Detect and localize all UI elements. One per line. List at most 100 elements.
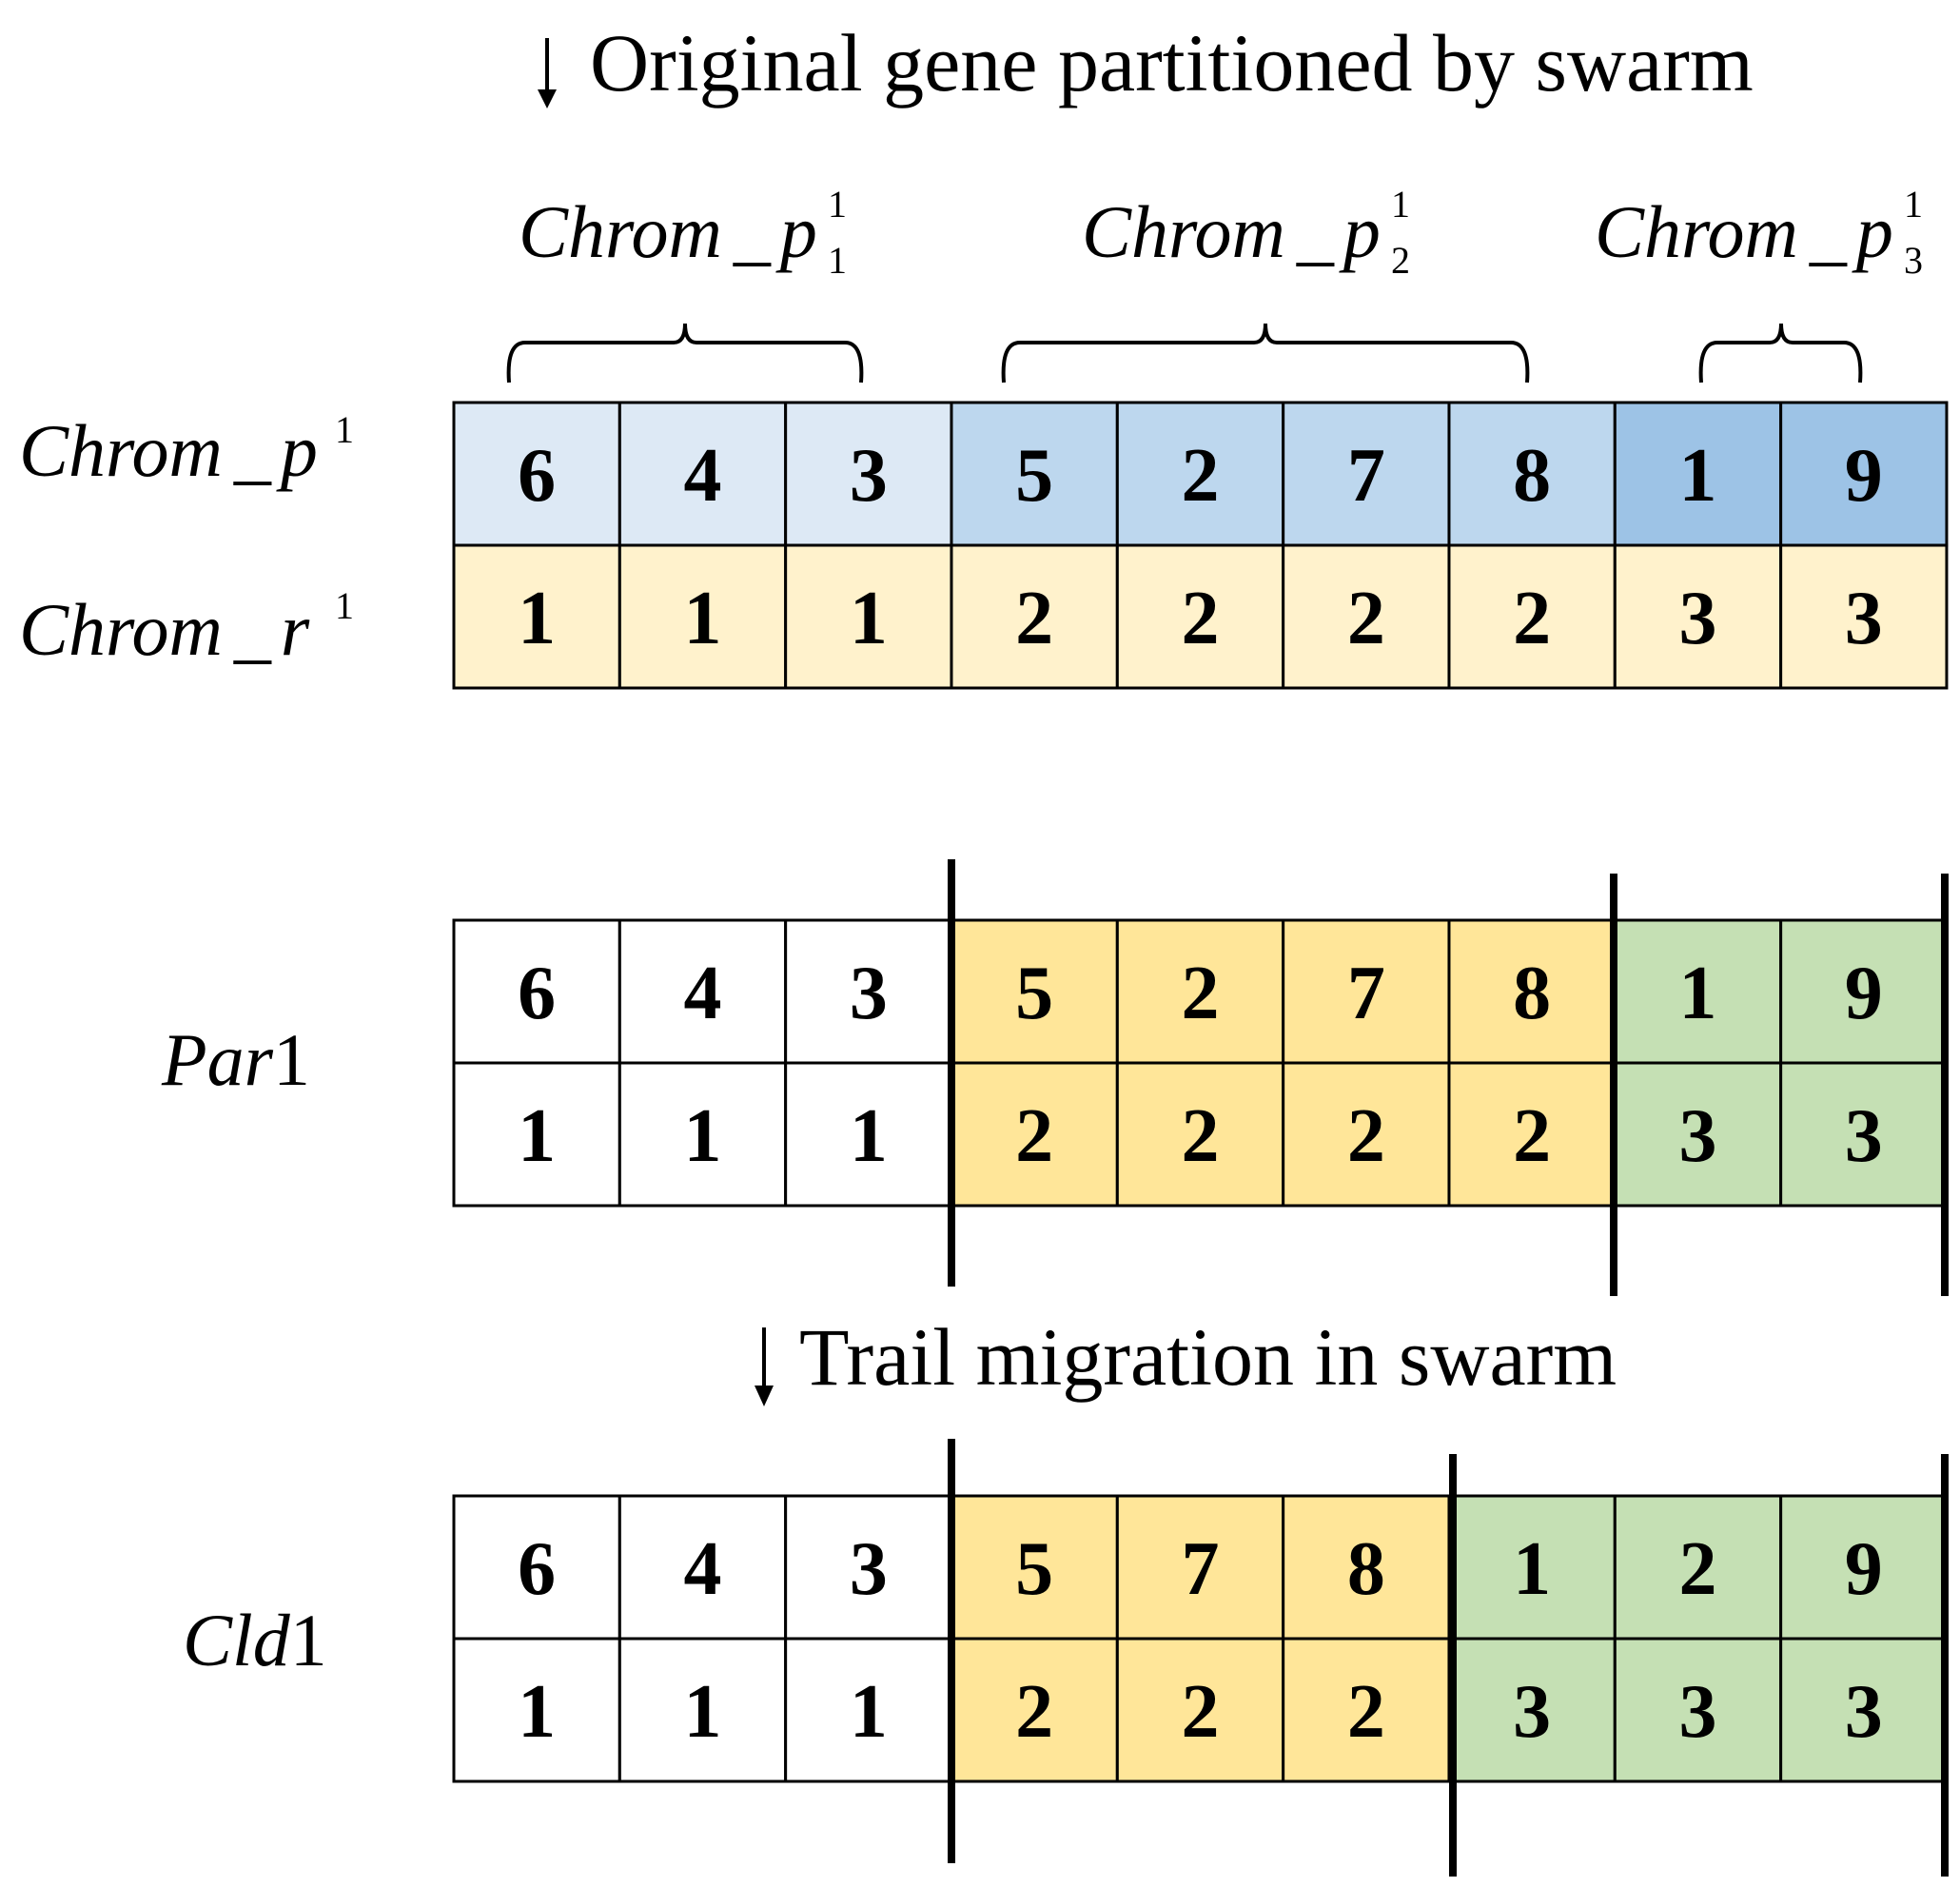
step2-heading-text: Trail migration in swarm [799, 1311, 1617, 1403]
chrom-gene-cell [1282, 401, 1451, 547]
par-gene-value: 3 [850, 952, 888, 1035]
cld-swarm-cell [1613, 1637, 1783, 1783]
row-label-chrom-r: Chrom_r 1 [19, 584, 354, 671]
svg-text:1: 1 [335, 408, 354, 451]
svg-text:Chrom_p: Chrom_p [519, 190, 817, 273]
chrom-gene-cell [617, 401, 788, 547]
chrom-swarm-value: 2 [1513, 577, 1551, 660]
svg-text:1: 1 [828, 183, 847, 226]
par-separators [948, 859, 1949, 1296]
cld-gene-value: 8 [1347, 1527, 1385, 1611]
brace-part-2 [1001, 323, 1530, 383]
par-swarm-value: 1 [518, 1094, 556, 1178]
chrom-gene-value: 7 [1347, 434, 1385, 518]
par-swarm-value: 2 [1347, 1094, 1385, 1178]
cld-swarm-cell [784, 1637, 953, 1783]
svg-text:Chrom_p: Chrom_p [1595, 190, 1893, 273]
par-gene-value: 9 [1845, 952, 1883, 1035]
chrom-swarm-value: 2 [1181, 577, 1219, 660]
cld-swarm-value: 1 [518, 1670, 556, 1754]
par-gene-value: 8 [1513, 952, 1551, 1035]
par-swarm-cell [1613, 1061, 1783, 1208]
par-swarm-value: 2 [1513, 1094, 1551, 1178]
cld-swarm-cell [617, 1637, 788, 1783]
cld-gene-value: 4 [683, 1527, 721, 1611]
svg-text:Chrom_p: Chrom_p [1082, 190, 1381, 273]
row-label-cld: Cld1 [183, 1599, 327, 1681]
par-swarm-value: 1 [850, 1094, 888, 1178]
par-gene-value: 4 [683, 952, 721, 1035]
cld-swarm-value: 3 [1678, 1670, 1716, 1754]
row-label-chrom-p: Chrom_p 1 [19, 408, 354, 492]
par-swarm-value: 2 [1015, 1094, 1053, 1178]
chrom-swarm-cell [617, 543, 788, 690]
chrom-swarm-cell [1115, 543, 1285, 690]
par-gene-value: 5 [1015, 952, 1053, 1035]
cld-gene-value: 3 [850, 1527, 888, 1611]
brace-part-1 [506, 323, 864, 383]
chrom-gene-value: 4 [683, 434, 721, 518]
chrom-swarm-cell [1613, 543, 1783, 690]
cld-swarm-value: 3 [1513, 1670, 1551, 1754]
part-braces [506, 323, 1863, 383]
svg-text:Cld1: Cld1 [183, 1599, 327, 1681]
cld-gene-value: 7 [1181, 1527, 1219, 1611]
chrom-gene-value: 2 [1181, 434, 1219, 518]
step1-heading: Original gene partitioned by swarm [538, 17, 1754, 108]
cld-gene-value: 1 [1513, 1527, 1551, 1611]
cld-separators [948, 1439, 1949, 1877]
part-label-3: Chrom_p 1 3 [1595, 183, 1923, 282]
par-swarm-value: 3 [1845, 1094, 1883, 1178]
cld-gene-cell [1282, 1494, 1451, 1641]
chrom-swarm-value: 2 [1347, 577, 1385, 660]
cld-swarm-value: 2 [1181, 1670, 1219, 1754]
cld-gene-value: 6 [518, 1527, 556, 1611]
chrom-swarm-cell [950, 543, 1119, 690]
par-swarm-cell [617, 1061, 788, 1208]
par-gene-cell [452, 918, 621, 1065]
par-gene-value: 2 [1181, 952, 1219, 1035]
chrom-swarm-cell [1282, 543, 1451, 690]
cld-gene-value: 2 [1678, 1527, 1716, 1611]
cld-swarm-cell [950, 1637, 1119, 1783]
cld-swarm-cell [1115, 1637, 1285, 1783]
down-arrow-head-icon [755, 1386, 774, 1406]
chrom-swarm-value: 3 [1678, 577, 1716, 660]
cld-swarm-cell [1779, 1637, 1949, 1783]
chrom-gene-value: 8 [1513, 434, 1551, 518]
cld-gene-cell [1779, 1494, 1949, 1641]
cld-swarm-value: 1 [683, 1670, 721, 1754]
cld-gene-value: 5 [1015, 1527, 1053, 1611]
svg-text:1: 1 [1391, 183, 1410, 226]
chrom-gene-value: 5 [1015, 434, 1053, 518]
part-label-2: Chrom_p 1 2 [1082, 183, 1410, 282]
chrom-swarm-value: 1 [683, 577, 721, 660]
par-swarm-cell [1115, 1061, 1285, 1208]
cld-gene-cell [1447, 1494, 1617, 1641]
par-gene-cell [1282, 918, 1451, 1065]
par-swarm-cell [950, 1061, 1119, 1208]
chrom-gene-cell [1779, 401, 1949, 547]
chrom-gene-value: 9 [1845, 434, 1883, 518]
svg-text:3: 3 [1904, 239, 1923, 282]
svg-text:Chrom_r: Chrom_r [19, 588, 310, 671]
par-gene-value: 6 [518, 952, 556, 1035]
svg-text:1: 1 [1904, 183, 1923, 226]
chrom-swarm-value: 1 [850, 577, 888, 660]
par-swarm-cell [1447, 1061, 1617, 1208]
chrom-gene-value: 6 [518, 434, 556, 518]
svg-text:2: 2 [1391, 239, 1410, 282]
cld-swarm-value: 2 [1347, 1670, 1385, 1754]
svg-text:1: 1 [335, 584, 354, 627]
chrom-swarm-cell [1447, 543, 1617, 690]
part-label-1: Chrom_p 1 1 [519, 183, 847, 282]
row-label-par: Par1 [161, 1018, 310, 1101]
cld-gene-cell [617, 1494, 788, 1641]
svg-text:Par1: Par1 [161, 1018, 310, 1101]
svg-text:1: 1 [828, 239, 847, 282]
par-swarm-value: 1 [683, 1094, 721, 1178]
cld-gene-cell [784, 1494, 953, 1641]
